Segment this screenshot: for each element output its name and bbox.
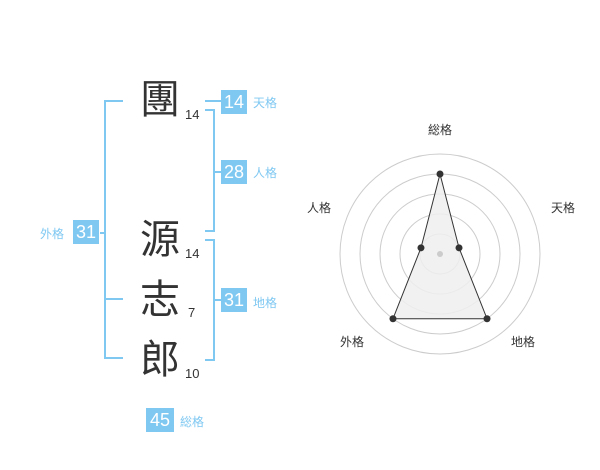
radar-point-3 <box>389 315 397 323</box>
name-char-3: 志 <box>140 277 180 323</box>
radar-label-gaikaku: 外格 <box>340 335 365 349</box>
name-char-1: 團 <box>140 77 180 123</box>
name-char-4: 郎 <box>140 337 180 383</box>
jinkaku-value: 28 <box>221 160 247 184</box>
radar-label-jinkaku: 人格 <box>307 201 332 215</box>
radar-label-chikaku: 地格 <box>511 335 536 349</box>
radar-point-2 <box>483 315 491 323</box>
jinkaku-bracket <box>205 109 215 232</box>
jinkaku-label: 人格 <box>253 166 278 180</box>
chikaku-label: 地格 <box>253 296 278 310</box>
gaikaku-value: 31 <box>73 220 99 244</box>
radar-label-soukaku: 総格 <box>428 123 453 137</box>
stroke-count-4: 10 <box>185 366 200 381</box>
stroke-count-3: 7 <box>188 305 196 320</box>
soukaku-label: 総格 <box>180 415 205 429</box>
name-char-2: 源 <box>140 217 180 263</box>
gaikaku-bracket <box>104 100 123 359</box>
chikaku-value: 31 <box>221 288 247 312</box>
tenkaku-label: 天格 <box>253 96 278 110</box>
gaikaku-label: 外格 <box>40 227 65 241</box>
radar-point-0 <box>436 170 444 178</box>
radar-point-4 <box>417 244 425 252</box>
stroke-count-2: 14 <box>185 246 200 261</box>
soukaku-value: 45 <box>146 408 174 432</box>
radar-label-tenkaku: 天格 <box>551 201 576 215</box>
stroke-count-1: 14 <box>185 107 200 122</box>
radar-center-dot <box>437 251 443 257</box>
radar-ring <box>339 153 541 355</box>
tenkaku-value: 14 <box>221 90 247 114</box>
radar-polygon <box>392 173 488 320</box>
radar-point-1 <box>455 244 463 252</box>
